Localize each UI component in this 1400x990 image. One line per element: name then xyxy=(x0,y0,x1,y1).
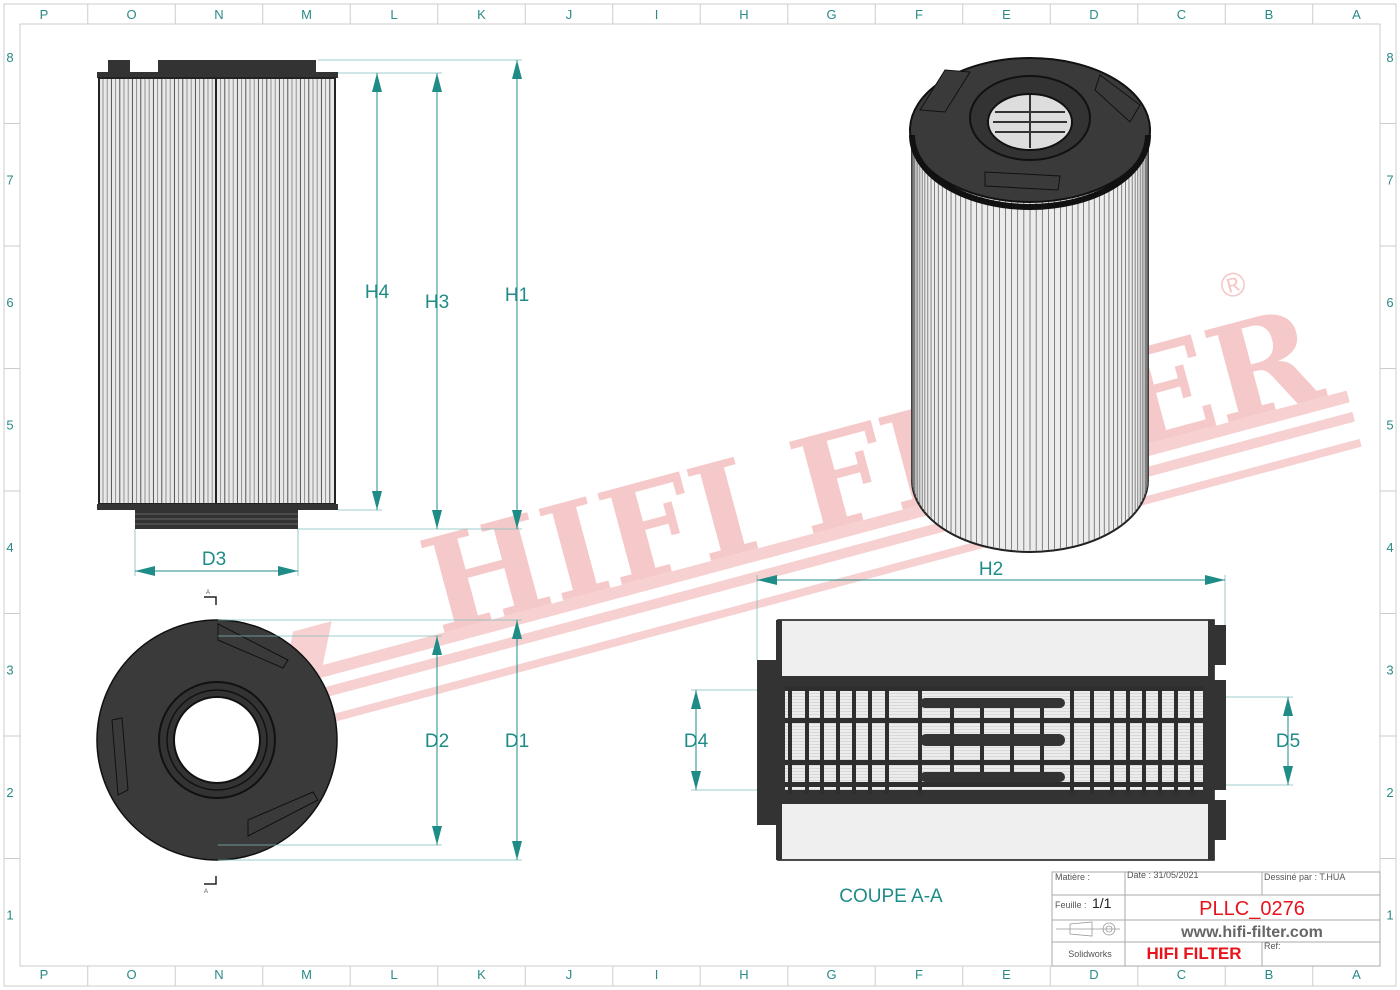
part-number: PLLC_0276 xyxy=(1199,898,1305,920)
drawn-by: Dessiné par : T.HUA xyxy=(1264,872,1345,882)
svg-text:A: A xyxy=(204,889,208,895)
bottom-dimensions: D2 D1 xyxy=(218,619,529,861)
column-label: E xyxy=(1002,7,1011,22)
column-label: C xyxy=(1177,7,1186,22)
column-label: N xyxy=(214,7,223,22)
section-dimensions: H2 D4 D5 COUPE A-A xyxy=(684,559,1300,907)
row-label: 6 xyxy=(6,295,13,310)
row-label: 3 xyxy=(1386,663,1393,678)
column-label: A xyxy=(1352,7,1361,22)
row-label: 8 xyxy=(6,50,13,65)
column-label: L xyxy=(390,967,397,982)
row-label: 4 xyxy=(6,540,13,555)
column-label: O xyxy=(126,967,136,982)
dim-label-d4: D4 xyxy=(684,731,709,752)
column-label: I xyxy=(655,967,659,982)
column-label: D xyxy=(1089,967,1098,982)
isometric-view xyxy=(909,57,1151,553)
column-label: L xyxy=(390,7,397,22)
software: Solidworks xyxy=(1068,949,1112,959)
bottom-view xyxy=(96,619,338,861)
column-label: J xyxy=(566,967,573,982)
row-label: 5 xyxy=(1386,418,1393,433)
column-label: B xyxy=(1265,7,1274,22)
column-label: P xyxy=(40,7,49,22)
column-label: D xyxy=(1089,7,1098,22)
column-label: E xyxy=(1002,967,1011,982)
front-dimensions: H4 H3 H1 D3 xyxy=(134,59,529,576)
column-label: K xyxy=(477,7,486,22)
row-label: 4 xyxy=(1386,540,1393,555)
column-label: O xyxy=(126,7,136,22)
column-label: N xyxy=(214,967,223,982)
svg-text:A: A xyxy=(206,590,210,596)
column-label: H xyxy=(739,7,748,22)
dim-label-h2: H2 xyxy=(979,559,1003,580)
column-label: A xyxy=(1352,967,1361,982)
column-label: M xyxy=(301,967,312,982)
column-label: K xyxy=(477,967,486,982)
column-label: C xyxy=(1177,967,1186,982)
column-label: I xyxy=(655,7,659,22)
row-label: 7 xyxy=(1386,173,1393,188)
row-label: 2 xyxy=(1386,785,1393,800)
column-label: B xyxy=(1265,967,1274,982)
dim-label-h3: H3 xyxy=(425,292,449,313)
row-label: 2 xyxy=(6,785,13,800)
front-view xyxy=(97,60,338,529)
column-label: F xyxy=(915,7,923,22)
title-block: Matière : Date : 31/05/2021 Dessiné par … xyxy=(1051,870,1381,967)
date: Date : 31/05/2021 xyxy=(1127,870,1199,880)
dim-label-d3: D3 xyxy=(202,549,226,570)
column-label: F xyxy=(915,967,923,982)
sheet-value: 1/1 xyxy=(1092,895,1112,911)
projection-symbol-icon xyxy=(1056,921,1120,937)
material-label: Matière : xyxy=(1055,872,1090,882)
column-label: P xyxy=(40,967,49,982)
company: HIFI FILTER xyxy=(1146,944,1241,963)
section-marker-bottom: A xyxy=(204,876,217,895)
column-label: M xyxy=(301,7,312,22)
watermark-text: HIFI FILTER xyxy=(407,278,1336,664)
column-label: G xyxy=(826,967,836,982)
sheet-label: Feuille : xyxy=(1055,900,1087,910)
row-label: 8 xyxy=(1386,50,1393,65)
section-marker-top: A xyxy=(204,590,217,605)
dim-label-d2: D2 xyxy=(425,731,449,752)
row-label: 6 xyxy=(1386,295,1393,310)
row-label: 7 xyxy=(6,173,13,188)
column-label: J xyxy=(566,7,573,22)
row-label: 5 xyxy=(6,418,13,433)
dim-label-d1: D1 xyxy=(505,731,529,752)
column-label: G xyxy=(826,7,836,22)
section-view xyxy=(757,619,1226,861)
row-label: 3 xyxy=(6,663,13,678)
row-label: 1 xyxy=(1386,908,1393,923)
ref-label: Ref: xyxy=(1264,941,1281,951)
row-label: 1 xyxy=(6,908,13,923)
dim-label-h4: H4 xyxy=(365,282,390,303)
dim-label-h1: H1 xyxy=(505,285,529,306)
column-label: H xyxy=(739,967,748,982)
dim-label-d5: D5 xyxy=(1276,731,1300,752)
website: www.hifi-filter.com xyxy=(1180,924,1323,941)
zone-labels: P P O O N N M M L L K K J J I I H H G G F F E E D D C C B B A A 8 8 7 7 6 6 5 5… xyxy=(4,4,1396,986)
section-title: COUPE A-A xyxy=(839,886,943,907)
